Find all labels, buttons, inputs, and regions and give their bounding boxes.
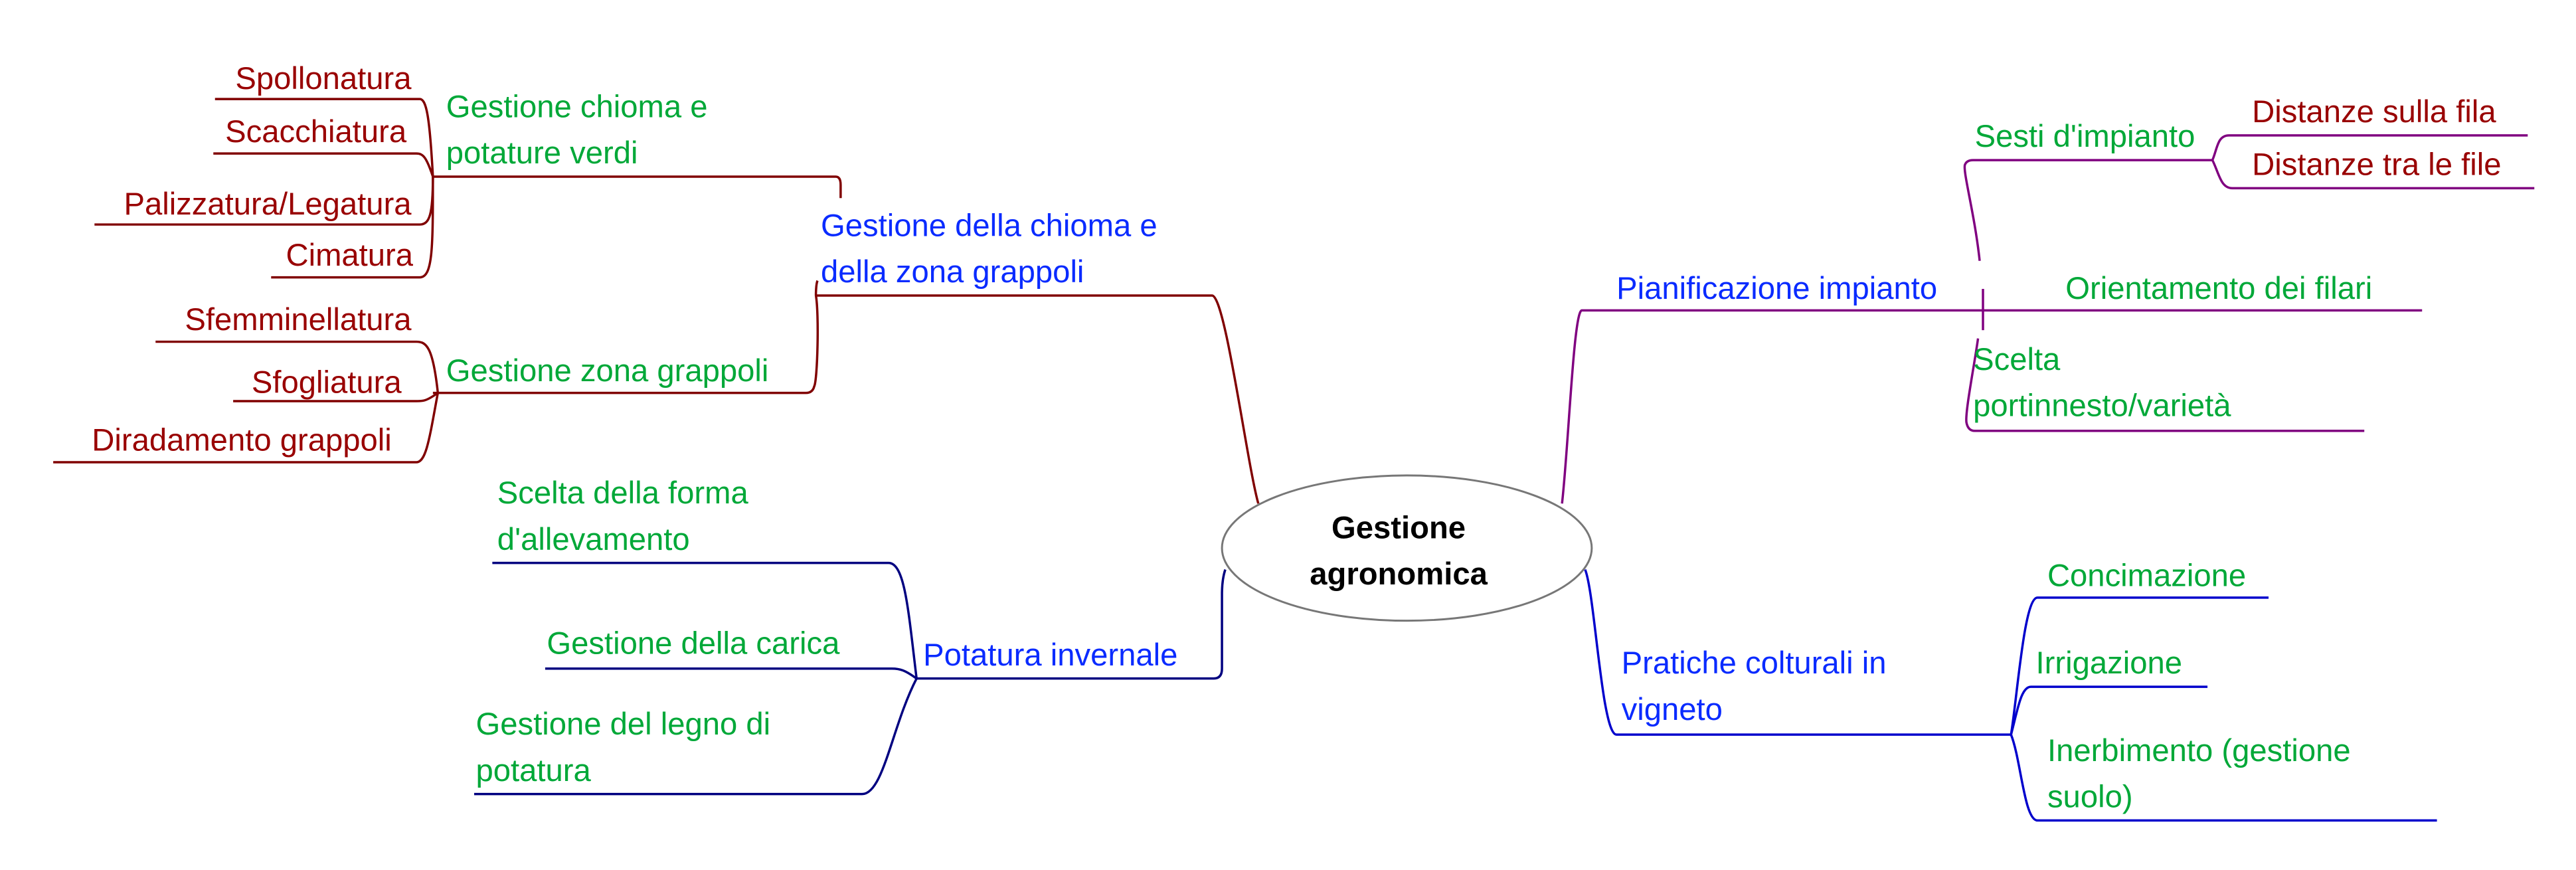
subtopic-scelta-forma[interactable]: Scelta della forma d'allevamento xyxy=(497,476,749,557)
leaf-distanze-file[interactable]: Distanze tra le file xyxy=(2252,147,2501,182)
topic-line2: della zona grappoli xyxy=(821,254,1084,290)
subtopic-gestione-chioma[interactable]: Gestione chioma e potature verdi xyxy=(446,89,708,171)
topic-line2: vigneto xyxy=(1622,692,1723,727)
subtopic-line1: Scelta xyxy=(1973,342,2061,377)
subtopic-line1: Inerbimento (gestione xyxy=(2047,733,2351,768)
subtopic-line2: potature verdi xyxy=(446,135,638,171)
subtopic-gestione-legno[interactable]: Gestione del legno di potatura xyxy=(476,707,771,788)
topic-gestione-chioma-zona[interactable]: Gestione della chioma e della zona grapp… xyxy=(821,208,1158,290)
subtopic-gestione-zona-grappoli[interactable]: Gestione zona grappoli xyxy=(446,353,769,389)
topic-line1: Pratiche colturali in xyxy=(1622,646,1887,681)
central-ellipse xyxy=(1221,474,1593,622)
subtopic-inerbimento[interactable]: Inerbimento (gestione suolo) xyxy=(2047,733,2351,815)
subtopic-irrigazione[interactable]: Irrigazione xyxy=(2036,646,2182,681)
subtopic-line2: portinnesto/varietà xyxy=(1973,388,2231,423)
leaf-diradamento[interactable]: Diradamento grappoli xyxy=(92,423,391,458)
leaf-sfemminellatura[interactable]: Sfemminellatura xyxy=(185,302,412,337)
subtopic-line1: Scelta della forma xyxy=(497,476,749,511)
branch-pratiche-lines xyxy=(1584,568,2437,822)
subtopic-line2: d'allevamento xyxy=(497,522,690,557)
branch-pianificazione-lines xyxy=(1561,134,2535,504)
leaf-cimatura[interactable]: Cimatura xyxy=(286,238,413,273)
subtopic-gestione-carica[interactable]: Gestione della carica xyxy=(547,626,840,661)
subtopic-line1: Gestione del legno di xyxy=(476,707,771,742)
central-line2: agronomica xyxy=(1310,557,1488,592)
topic-pratiche-colturali[interactable]: Pratiche colturali in vigneto xyxy=(1622,646,1887,727)
topic-potatura-invernale[interactable]: Potatura invernale xyxy=(923,638,1177,673)
leaf-distanze-fila[interactable]: Distanze sulla fila xyxy=(2252,94,2496,130)
subtopic-sesti-impianto[interactable]: Sesti d'impianto xyxy=(1975,119,2195,154)
subtopic-concimazione[interactable]: Concimazione xyxy=(2047,558,2246,593)
branch-chioma-lines xyxy=(53,98,1260,504)
topic-line1: Gestione della chioma e xyxy=(821,208,1158,243)
leaf-palizzatura[interactable]: Palizzatura/Legatura xyxy=(124,187,412,222)
subtopic-scelta-portinnesto[interactable]: Scelta portinnesto/varietà xyxy=(1973,342,2231,424)
branch-potatura-lines xyxy=(474,561,1227,796)
leaf-scacchiatura[interactable]: Scacchiatura xyxy=(225,114,407,149)
subtopic-line1: Gestione chioma e xyxy=(446,89,708,124)
subtopic-orientamento-filari[interactable]: Orientamento dei filari xyxy=(2065,271,2372,306)
subtopic-line2: suolo) xyxy=(2047,780,2133,815)
subtopic-line2: potatura xyxy=(476,753,592,788)
leaf-spollonatura[interactable]: Spollonatura xyxy=(235,61,412,96)
topic-pianificazione-impianto[interactable]: Pianificazione impianto xyxy=(1616,271,1937,306)
central-topic[interactable]: Gestione agronomica xyxy=(1221,474,1593,622)
leaf-sfogliatura[interactable]: Sfogliatura xyxy=(252,365,402,400)
central-line1: Gestione xyxy=(1331,510,1466,545)
